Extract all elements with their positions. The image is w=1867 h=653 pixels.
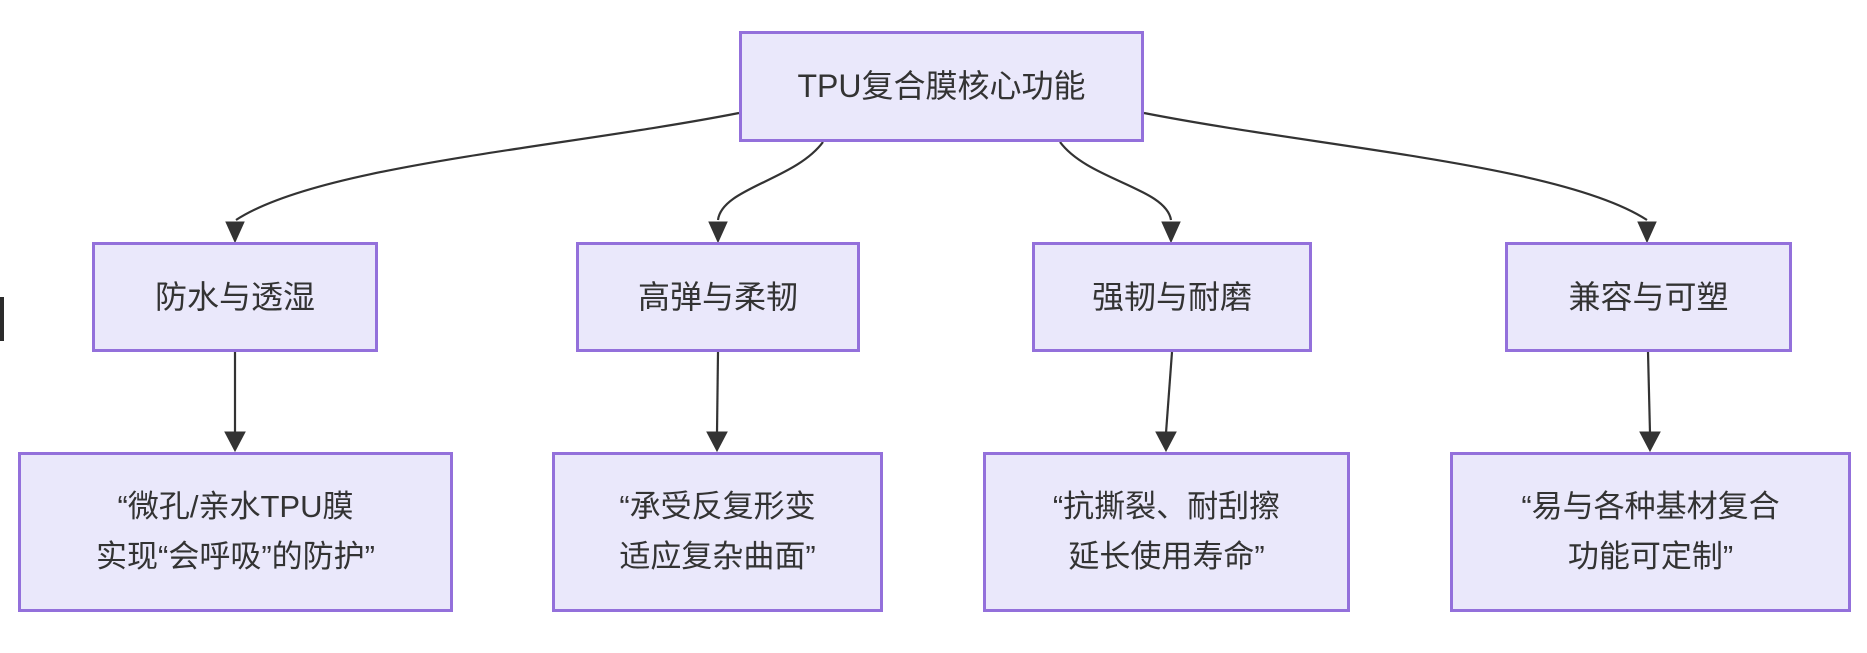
- arrowhead-detail-2-icon: [706, 431, 728, 453]
- node-branch-tough: 强韧与耐磨: [1032, 242, 1312, 352]
- edge-branch-4-to-detail-4: [1646, 351, 1652, 434]
- arrowhead-branch-2-icon: [708, 221, 728, 244]
- node-detail-compatible-quote: “易与各种基材复合 功能可定制”: [1450, 452, 1851, 612]
- quote-line-1: “微孔/亲水TPU膜: [117, 489, 354, 524]
- edge-root-to-branch-3: [1059, 141, 1173, 221]
- node-branch-label: 强韧与耐磨: [1091, 278, 1252, 315]
- arrowhead-branch-4-icon: [1637, 221, 1657, 244]
- edge-branch-2-to-detail-2: [715, 351, 720, 434]
- node-root-label: TPU复合膜核心功能: [797, 68, 1086, 105]
- node-branch-compatible: 兼容与可塑: [1505, 242, 1792, 352]
- arrowhead-branch-3-icon: [1161, 221, 1181, 244]
- left-edge-artifact: [0, 297, 4, 341]
- quote-line-2: 实现“会呼吸”的防护”: [96, 539, 375, 574]
- node-detail-tough-quote: “抗撕裂、耐刮擦 延长使用寿命”: [983, 452, 1350, 612]
- edge-root-to-branch-2: [716, 141, 824, 221]
- node-branch-label: 高弹与柔韧: [637, 278, 798, 315]
- arrowhead-detail-3-icon: [1155, 431, 1177, 453]
- quote-line-2: 延长使用寿命”: [1068, 539, 1265, 574]
- edge-root-to-branch-4: [1143, 111, 1648, 221]
- edge-root-to-branch-1: [235, 111, 740, 221]
- arrowhead-branch-1-icon: [225, 221, 245, 244]
- quote-line-2: 功能可定制”: [1567, 539, 1734, 574]
- node-branch-label: 兼容与可塑: [1568, 278, 1729, 315]
- arrowhead-detail-1-icon: [224, 431, 246, 453]
- quote-line-1: “抗撕裂、耐刮擦: [1052, 489, 1281, 524]
- edge-branch-3-to-detail-3: [1164, 351, 1174, 434]
- quote-line-1: “易与各种基材复合: [1521, 489, 1780, 524]
- node-branch-elastic: 高弹与柔韧: [576, 242, 860, 352]
- node-root-core-function: TPU复合膜核心功能: [739, 31, 1144, 142]
- quote-line-1: “承受反复形变: [619, 489, 816, 524]
- arrowhead-detail-4-icon: [1639, 431, 1661, 453]
- node-branch-waterproof: 防水与透湿: [92, 242, 378, 352]
- node-detail-elastic-quote: “承受反复形变 适应复杂曲面”: [552, 452, 883, 612]
- node-detail-waterproof-quote: “微孔/亲水TPU膜 实现“会呼吸”的防护”: [18, 452, 453, 612]
- quote-line-2: 适应复杂曲面”: [619, 539, 816, 574]
- node-branch-label: 防水与透湿: [154, 278, 315, 315]
